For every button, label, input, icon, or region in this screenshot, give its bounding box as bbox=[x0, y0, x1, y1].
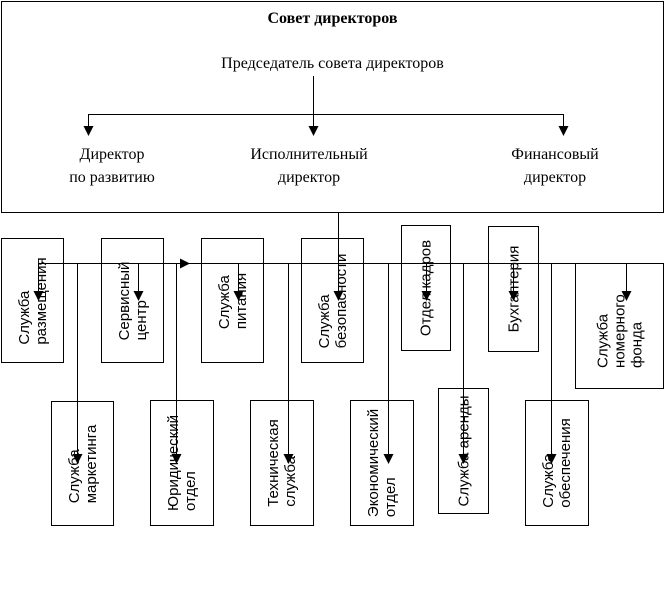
unit-service-center: Сервисный центр bbox=[101, 238, 164, 363]
unit-security: Служба безопасности bbox=[301, 238, 364, 363]
unit-marketing: Служба маркетинга bbox=[51, 401, 114, 526]
unit-accommodation: Служба размещения bbox=[1, 238, 64, 363]
unit-label: Юридический отдел bbox=[165, 415, 199, 511]
unit-technical: Техническая служба bbox=[250, 400, 314, 526]
chairman-label: Председатель совета директоров bbox=[221, 55, 444, 72]
unit-rental: Служба аренды bbox=[438, 388, 489, 514]
director-development: Директор по развитию bbox=[69, 146, 155, 186]
unit-label: Служба маркетинга bbox=[65, 424, 100, 503]
unit-label: Служба безопасности bbox=[315, 253, 350, 348]
unit-hr: Отдел кадров bbox=[401, 225, 451, 351]
unit-support: Служба обеспечения bbox=[525, 400, 589, 526]
unit-catering: Служба питания bbox=[201, 238, 264, 363]
unit-label: Отдел кадров bbox=[417, 239, 435, 337]
unit-label: Служба номерного фонда bbox=[594, 294, 645, 368]
unit-label: Бухгалтерия bbox=[505, 245, 522, 333]
unit-legal: Юридический отдел bbox=[150, 400, 214, 526]
unit-label: Экономический отдел bbox=[365, 408, 399, 518]
board-of-directors-box: Совет директоров Председатель совета дир… bbox=[1, 1, 664, 213]
unit-label: Техническая служба bbox=[265, 419, 299, 507]
unit-label: Сервисный центр bbox=[115, 261, 150, 340]
unit-label: Служба аренды bbox=[455, 395, 472, 507]
board-title: Совет директоров bbox=[267, 10, 398, 27]
unit-label: Служба питания bbox=[215, 272, 250, 329]
unit-label: Служба обеспечения bbox=[540, 418, 574, 508]
unit-room-fund: Служба номерного фонда bbox=[575, 263, 664, 389]
director-executive: Исполнительный директор bbox=[250, 146, 368, 186]
unit-accounting: Бухгалтерия bbox=[488, 226, 539, 352]
unit-label: Служба размещения bbox=[15, 256, 50, 345]
unit-economic: Экономический отдел bbox=[350, 400, 414, 526]
director-financial: Финансовый директор bbox=[511, 146, 599, 186]
